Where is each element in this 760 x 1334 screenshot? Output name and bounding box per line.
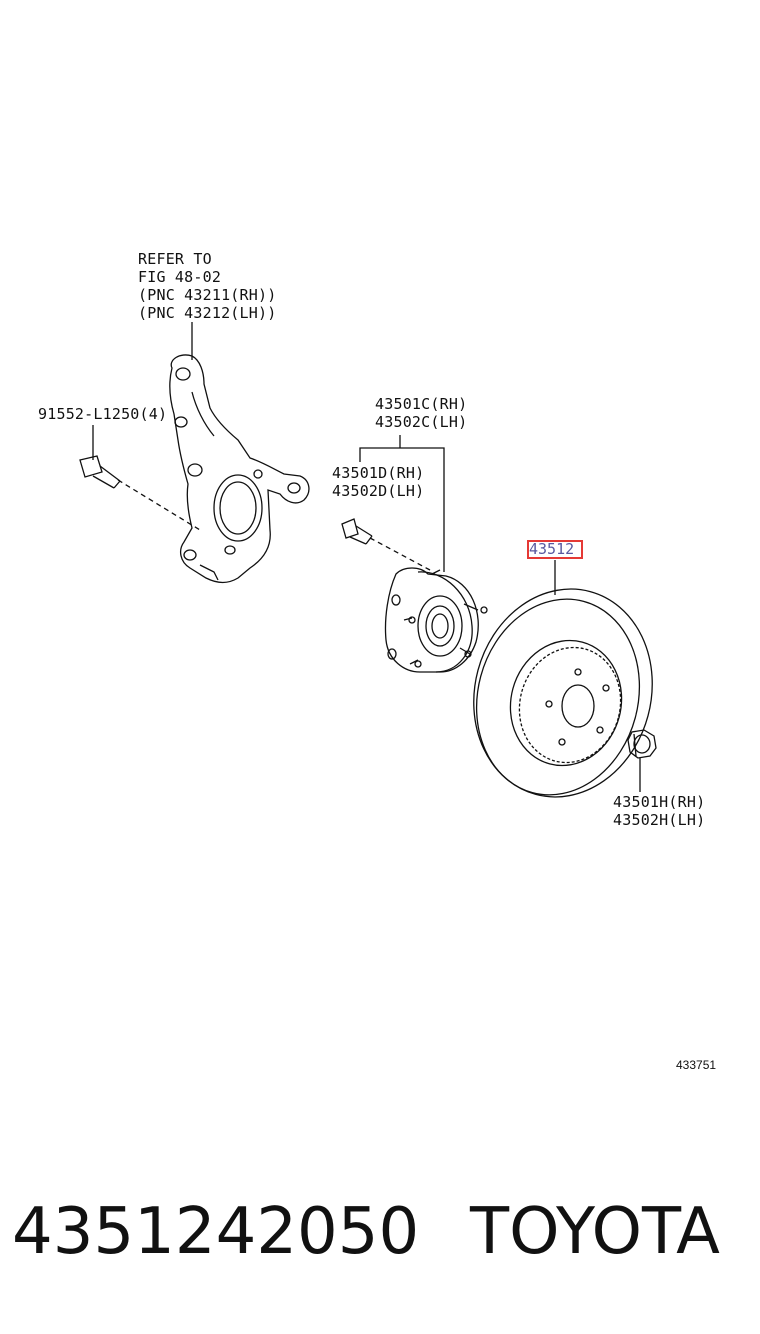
label-rotor-part-number[interactable]: 43512 xyxy=(529,540,575,558)
label-knuckle-ref-4: (PNC 43212(LH)) xyxy=(138,304,277,322)
hub-assembly-shape xyxy=(384,567,488,673)
hub-bolt-shape xyxy=(341,518,373,545)
label-hub-bolt-lh: 43502D(LH) xyxy=(332,482,425,500)
brake-rotor-shape xyxy=(473,588,653,798)
dash-hub-bolt xyxy=(369,537,431,571)
label-knuckle-ref-2: FIG 48-02 xyxy=(138,268,222,286)
steering-knuckle-shape xyxy=(169,354,310,584)
footer-part-number: 4351242050 xyxy=(12,1195,420,1269)
label-knuckle-ref-1: REFER TO xyxy=(138,250,212,268)
diagram-code: 433751 xyxy=(676,1058,717,1072)
dash-bolt xyxy=(117,479,201,531)
hub-nut-shape xyxy=(627,729,657,759)
label-hub-assy-lh: 43502C(LH) xyxy=(375,413,468,431)
label-hub-assy-rh: 43501C(RH) xyxy=(375,395,468,413)
rotor-highlight-box xyxy=(527,540,583,559)
label-nut-lh: 43502H(LH) xyxy=(613,811,706,829)
label-knuckle-ref-3: (PNC 43211(RH)) xyxy=(138,286,277,304)
footer-brand: TOYOTA xyxy=(470,1195,720,1269)
leader-hub-bracket xyxy=(359,447,445,572)
label-hub-bolt-rh: 43501D(RH) xyxy=(332,464,425,482)
label-knuckle-bolt: 91552-L1250(4) xyxy=(38,405,168,423)
knuckle-bolt-shape xyxy=(79,455,121,489)
label-nut-rh: 43501H(RH) xyxy=(613,793,706,811)
